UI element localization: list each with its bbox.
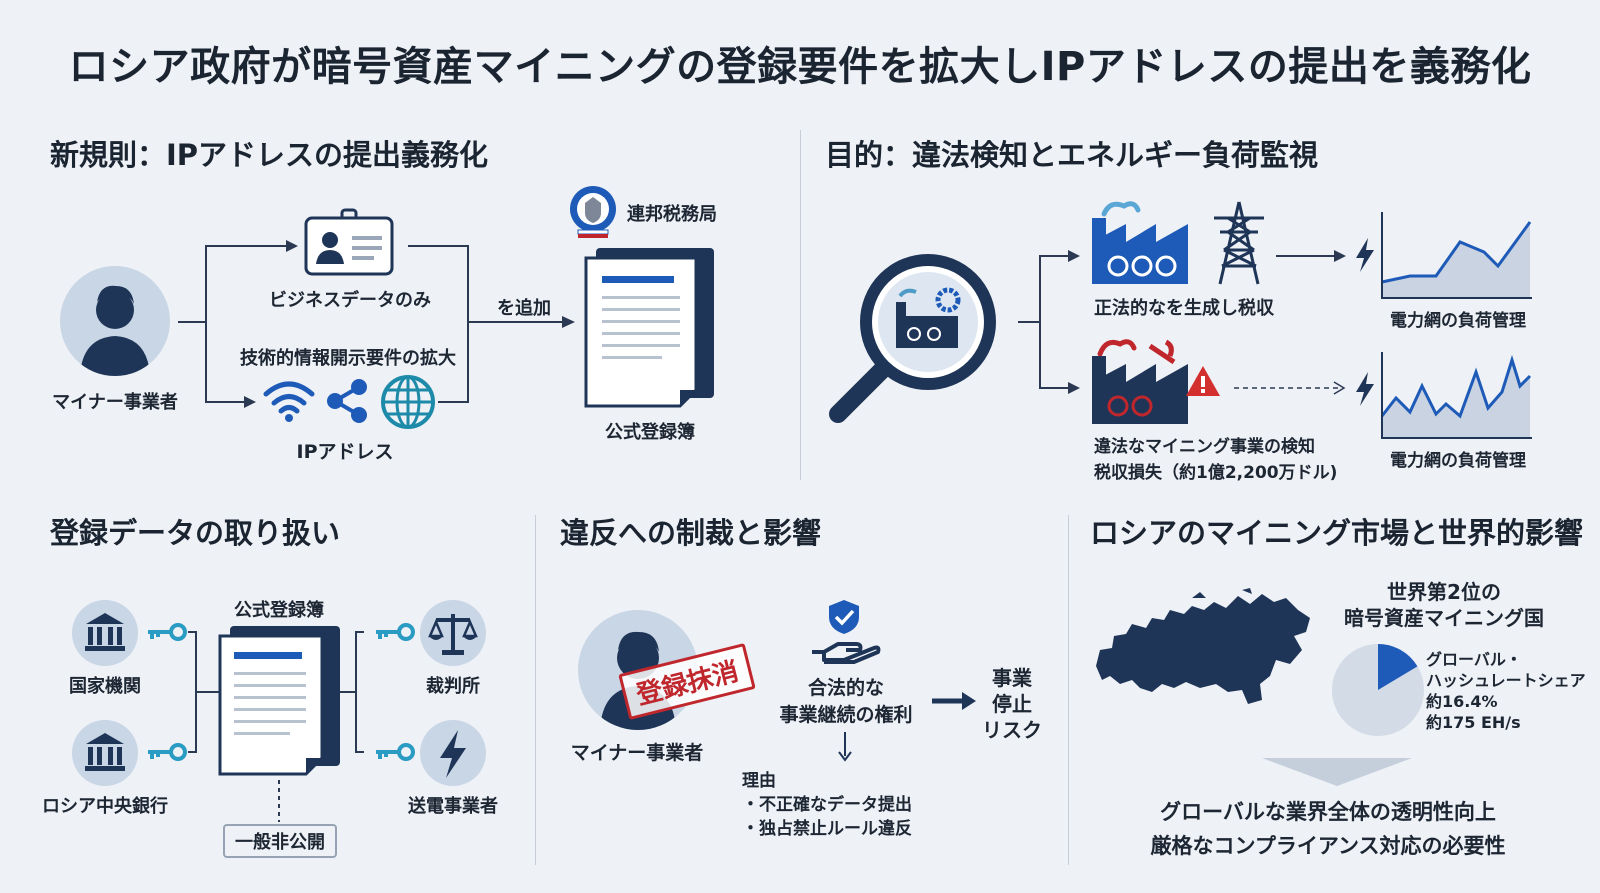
section2-connectors xyxy=(1018,250,1346,395)
miner-label: マイナー事業者 xyxy=(52,392,178,413)
ip-label: IPアドレス xyxy=(296,441,394,463)
arrow-icon xyxy=(932,692,976,710)
section4-title: 違反への制裁と影響 xyxy=(560,516,822,550)
section3-connectors xyxy=(188,631,364,822)
grid-load-chart-volatile xyxy=(1380,352,1532,439)
person-icon xyxy=(80,285,150,376)
right-line1: 合法的な xyxy=(807,677,885,699)
map-icon xyxy=(1096,588,1310,704)
divider-bottom-right xyxy=(1068,515,1069,865)
reason1: ・不正確なデータ提出 xyxy=(742,795,912,815)
hand-icon xyxy=(812,642,881,664)
key-icon xyxy=(148,743,187,761)
s3-registry-label: 公式登録簿 xyxy=(234,600,324,621)
bank-icon xyxy=(85,613,125,651)
risk-line3: リスク xyxy=(982,718,1042,742)
chevron-down-icon xyxy=(1262,758,1412,786)
key-icon xyxy=(376,623,415,641)
illegal-line1: 違法なマイニング事業の検知 xyxy=(1094,437,1315,457)
divider-top xyxy=(800,130,801,480)
section2-title: 目的：違法検知とエネルギー負荷監視 xyxy=(825,138,1319,172)
agency-label: 連邦税務局 xyxy=(627,204,717,225)
id-card-icon xyxy=(304,208,394,276)
private-label: 一般非公開 xyxy=(223,824,337,858)
central-bank-label: ロシア中央銀行 xyxy=(42,796,168,817)
grid-label-bottom: 電力網の負荷管理 xyxy=(1390,451,1526,471)
courts-label: 裁判所 xyxy=(426,676,480,697)
emblem-icon xyxy=(570,186,616,238)
registry-label: 公式登録簿 xyxy=(605,422,695,443)
right-line2: 事業継続の権利 xyxy=(779,704,913,726)
power-tower-icon xyxy=(1214,201,1264,285)
share-line2: ハッシュレートシェア xyxy=(1426,671,1586,690)
share-line1: グローバル・ xyxy=(1426,650,1522,669)
lightning-icon-2 xyxy=(1356,372,1374,406)
wifi-icon xyxy=(263,381,315,422)
risk-line1: 事業 xyxy=(992,666,1032,690)
reason-title: 理由 xyxy=(742,771,776,791)
s3-document-icon xyxy=(218,626,340,776)
section5-title: ロシアのマイニング市場と世界的影響 xyxy=(1090,516,1584,550)
lightning-icon xyxy=(1356,238,1374,272)
globe-icon xyxy=(381,375,435,429)
down-arrow-icon xyxy=(838,732,852,762)
factory-icon xyxy=(1092,201,1188,284)
illegal-line2: 税収損失（約1億2,200万ドル) xyxy=(1094,463,1338,483)
business-only-label: ビジネスデータのみ xyxy=(269,290,431,311)
pie-share-slice xyxy=(1378,644,1418,690)
tech-expansion-label: 技術的情報開示要件の拡大 xyxy=(240,348,456,369)
grid-load-chart-stable xyxy=(1381,212,1532,299)
key-icon xyxy=(376,743,415,761)
page-title: ロシア政府が暗号資産マイニングの登録要件を拡大しIPアドレスの提出を義務化 xyxy=(68,44,1532,90)
document-icon xyxy=(584,248,714,408)
illegal-factory-icon xyxy=(1092,339,1188,424)
state-agencies-label: 国家機関 xyxy=(69,676,141,697)
courts-badge xyxy=(420,600,486,666)
s4-miner-label: マイナー事業者 xyxy=(570,742,704,764)
central-bank-badge xyxy=(72,720,138,786)
rank-line1: 世界第2位の xyxy=(1387,580,1501,604)
key-icon xyxy=(148,623,187,641)
section1-title: 新規則：IPアドレスの提出義務化 xyxy=(50,138,489,172)
share-icon xyxy=(327,379,367,423)
legal-label: 正法的なを生成し税収 xyxy=(1094,298,1274,319)
risk-line2: 停止 xyxy=(992,692,1032,716)
miner-avatar xyxy=(60,266,170,376)
divider-bottom-left xyxy=(535,515,536,865)
section3-title: 登録データの取り扱い xyxy=(50,516,341,550)
conclusion1: グローバルな業界全体の透明性向上 xyxy=(1160,800,1496,824)
rank-line2: 暗号資産マイニング国 xyxy=(1344,606,1544,630)
state-agency-badge xyxy=(72,600,138,666)
grid-operator-badge xyxy=(420,720,486,786)
magnifier-icon xyxy=(829,254,996,423)
bank-icon xyxy=(85,733,125,771)
grid-label-top: 電力網の負荷管理 xyxy=(1390,311,1526,331)
pie-icon xyxy=(1332,644,1424,736)
conclusion2: 厳格なコンプライアンス対応の必要性 xyxy=(1150,834,1506,858)
add-label: を追加 xyxy=(497,298,551,319)
reason2: ・独占禁止ルール違反 xyxy=(742,819,912,839)
warning-icon xyxy=(1186,366,1220,396)
section1-connectors xyxy=(178,240,575,408)
shield-icon xyxy=(829,600,859,634)
scales-icon xyxy=(428,614,478,655)
lightning-icon xyxy=(440,730,466,778)
share-pct: 約16.4% xyxy=(1426,692,1498,711)
grid-operators-label: 送電事業者 xyxy=(408,796,498,817)
share-eh: 約175 EH/s xyxy=(1426,713,1521,732)
